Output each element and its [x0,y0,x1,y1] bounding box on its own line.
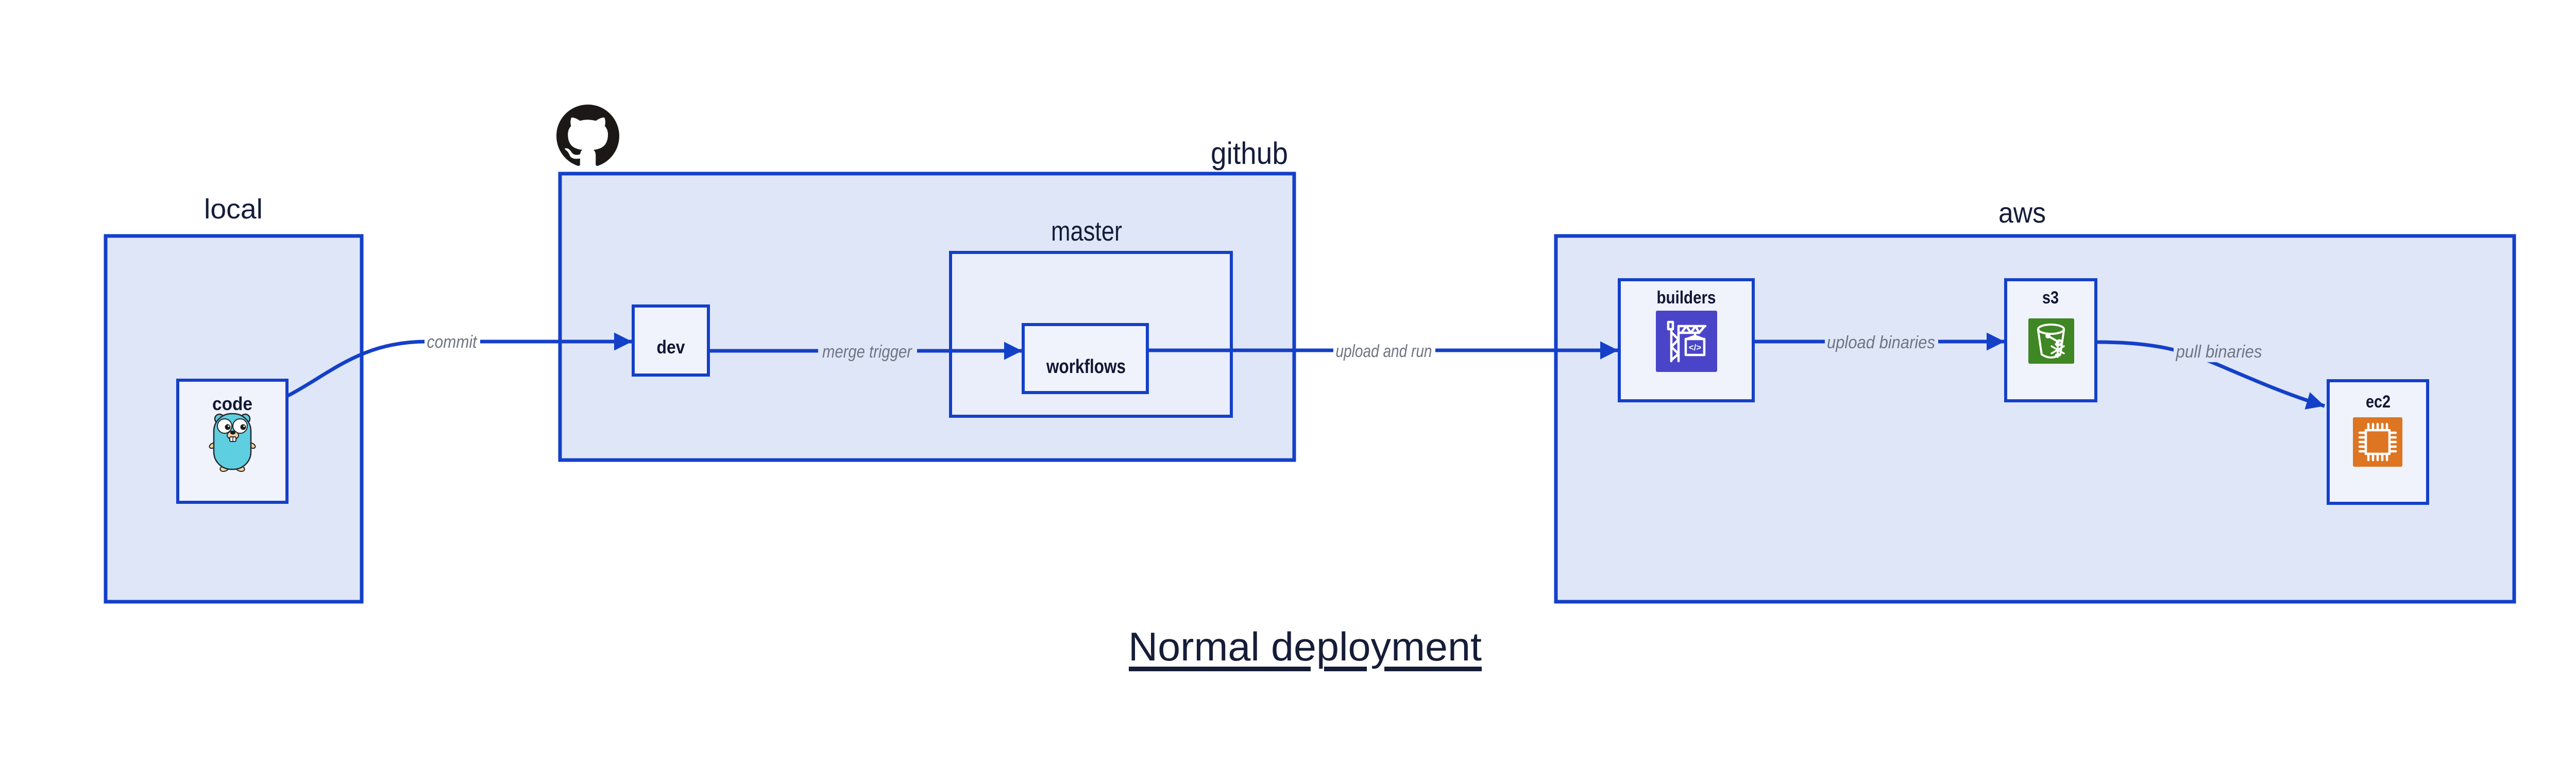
cluster-master-label: master [1051,216,1122,247]
cluster-local-label: local [204,194,263,225]
edge-label-bg [425,330,480,353]
node-ec2: ec2 [2327,379,2429,505]
node-dev: dev [632,304,710,377]
node-code: code [176,379,289,504]
edge-label-bg [2174,339,2265,362]
codebuild-crane-icon: </> [1656,311,1717,372]
ec2-chip-icon [2353,417,2402,467]
node-dev-label: dev [657,336,685,358]
title-underline [1129,667,1311,671]
node-builders: builders </> [1618,278,1755,402]
node-builders-label: builders [1657,288,1716,308]
github-octocat-icon [556,105,619,166]
edge-commit [287,332,632,398]
edge-pull-binaries-label: pull binaries [2176,342,2262,362]
edge-label-bg [1333,339,1435,362]
codebuild-code-glyph: </> [1689,343,1702,352]
node-workflows-label: workflows [1046,356,1126,378]
s3-bucket-glacier-icon [2028,318,2074,364]
go-gopher-icon [209,413,256,472]
title-underline [1324,667,1367,671]
title-underline [1384,667,1482,671]
cluster-aws-label: aws [1998,196,2046,229]
edge-upload-and-run-label: upload and run [1336,342,1432,361]
edge-commit-label: commit [427,332,478,352]
node-dev-box [632,304,710,377]
edge-pull-binaries [2096,340,2326,410]
edge-label-bg [818,339,917,362]
node-workflows: workflows [1022,323,1149,394]
diagram-title: Normal deployment [1128,624,1482,669]
edge-upload-binaries-label: upload binaries [1827,333,1935,352]
node-s3-label: s3 [2042,288,2059,308]
node-s3: s3 [2004,278,2097,402]
node-workflows-box [1022,323,1149,394]
node-ec2-label: ec2 [2366,392,2391,412]
edge-label-bg [1825,330,1938,353]
cluster-github-label: github [1211,136,1288,171]
node-code-label: code [212,393,252,414]
edge-merge-trigger-label: merge trigger [822,342,912,362]
